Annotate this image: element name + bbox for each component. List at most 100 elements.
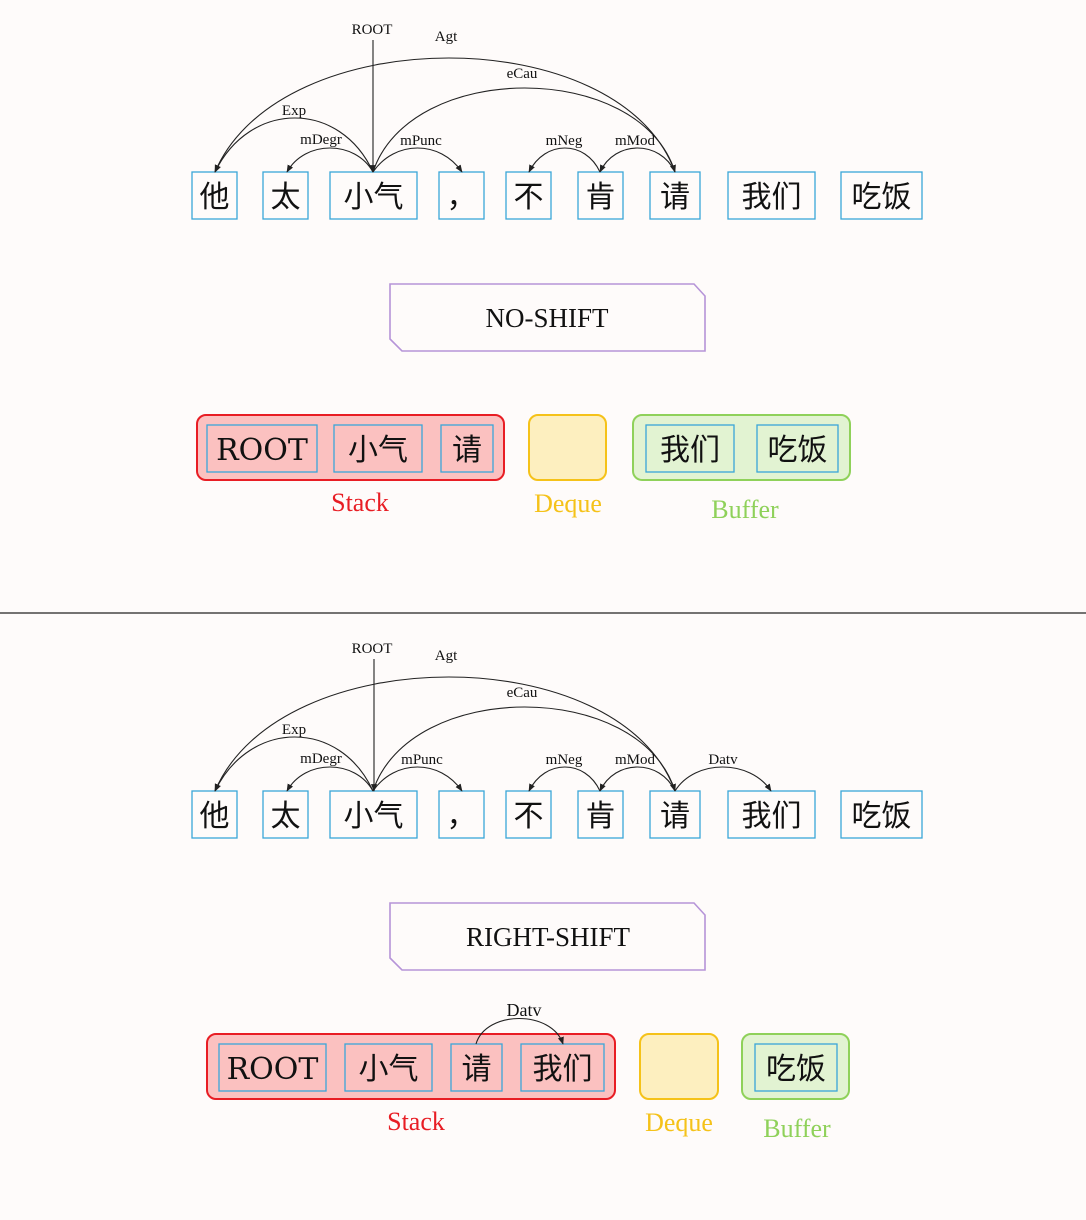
action-label: NO-SHIFT [485,303,609,333]
token-text: 小气 [344,180,404,215]
token-text: 他 [200,180,230,215]
ecau-arc [372,87,676,173]
stack-item: 小气 [359,1052,419,1087]
arc-label-root: ROOT [352,641,393,657]
token-box: 请 [649,171,701,220]
stack-container: ROOT 小气 请 我们 Datv Stack [206,1000,616,1136]
token-box: 不 [505,171,552,220]
arc-labels: ROOT Agt eCau Exp mDegr mPunc mNeg mMod … [282,641,738,768]
token-text: 小气 [344,799,404,834]
token-text: 他 [200,799,230,834]
token-text: 吃饭 [852,799,912,834]
deque-caption: Deque [645,1108,713,1137]
arc-label-ecau: eCau [507,66,538,82]
dependency-arcs [214,659,772,792]
token-text: 不 [514,799,544,834]
action-label: RIGHT-SHIFT [466,922,631,952]
token-box: 肯 [577,171,624,220]
stack-item: 小气 [348,433,408,468]
token-box: 他 [191,171,238,220]
buffer-item: 吃饭 [766,1052,826,1087]
arc-label-mpunc: mPunc [401,752,443,768]
token-text: 请 [660,180,690,215]
stack-item: 请 [462,1052,492,1087]
mneg-arc [528,766,601,792]
token-box: ， [438,171,485,220]
arc-label-exp: Exp [282,103,306,119]
arc-label-datv: Datv [708,752,738,768]
token-box: 吃饭 [840,790,923,839]
arc-label-mdegr: mDegr [300,751,342,767]
mmod-arc [599,766,676,792]
token-text: 太 [271,180,301,215]
token-box: 请 [649,790,701,839]
sentence-tokens: 他 太 小气 ， 不 肯 请 [191,790,923,839]
dependency-arcs [214,40,676,173]
token-text: 我们 [742,799,802,834]
arc-label-mneg: mNeg [546,133,583,149]
token-box: ， [438,790,485,839]
token-text: 我们 [742,180,802,215]
buffer-item: 我们 [660,433,720,468]
arc-label-ecau: eCau [507,685,538,701]
arc-labels: ROOT Agt eCau Exp mDegr mPunc mNeg mMod [282,22,656,149]
deque-container: Deque [639,1033,719,1137]
buffer-container: 我们 吃饭 Buffer [632,414,851,524]
buffer-item: 吃饭 [768,433,828,468]
agt-arc [214,676,676,792]
token-box: 我们 [727,790,816,839]
sentence-tokens: 他 太 小气 ， 不 肯 请 [191,171,923,220]
token-text: 太 [271,799,301,834]
arc-label-mpunc: mPunc [400,133,442,149]
token-box: 小气 [329,790,418,839]
mneg-arc [528,147,601,173]
stack-item: 我们 [533,1052,593,1087]
stack-caption: Stack [331,488,389,517]
arc-label-root: ROOT [352,22,393,38]
token-text: 肯 [586,799,616,834]
token-box: 肯 [577,790,624,839]
panel-no-shift: 他 太 小气 ， 不 肯 请 [191,22,923,524]
mmod-arc [599,147,676,173]
arc-label-agt: Agt [435,29,458,45]
token-box: 他 [191,790,238,839]
stack-item: 请 [452,433,482,468]
mdegr-arc [286,766,374,792]
mpunc-arc [372,147,463,173]
token-text: 请 [660,799,690,834]
stack-caption: Stack [387,1107,445,1136]
arc-label-exp: Exp [282,722,306,738]
stack-item: ROOT [216,433,308,468]
arc-label-mmod: mMod [615,752,656,768]
deque-caption: Deque [534,489,602,518]
arc-label-agt: Agt [435,648,458,664]
token-box: 太 [262,171,309,220]
buffer-caption: Buffer [763,1114,831,1143]
deque-container: Deque [528,414,607,518]
stack-item: ROOT [227,1052,319,1087]
arc-label-mdegr: mDegr [300,132,342,148]
arc-label-mmod: mMod [615,133,656,149]
agt-arc [214,57,676,173]
action-box: RIGHT-SHIFT [389,902,706,971]
token-text: ， [447,180,477,215]
arc-label-mneg: mNeg [546,752,583,768]
token-text: 吃饭 [852,180,912,215]
panel-right-shift: 他 太 小气 ， 不 肯 请 [191,641,923,1143]
exp-arc [214,736,374,792]
token-box: 小气 [329,171,418,220]
datv-arc [674,766,772,792]
action-box: NO-SHIFT [389,283,706,352]
ecau-arc [372,706,676,792]
token-box: 太 [262,790,309,839]
buffer-caption: Buffer [711,495,779,524]
token-text: 不 [514,180,544,215]
exp-arc [214,117,374,173]
token-box: 吃饭 [840,171,923,220]
token-text: ， [447,799,477,834]
token-box: 不 [505,790,552,839]
token-text: 肯 [586,180,616,215]
mdegr-arc [286,147,374,173]
mpunc-arc [372,766,463,792]
